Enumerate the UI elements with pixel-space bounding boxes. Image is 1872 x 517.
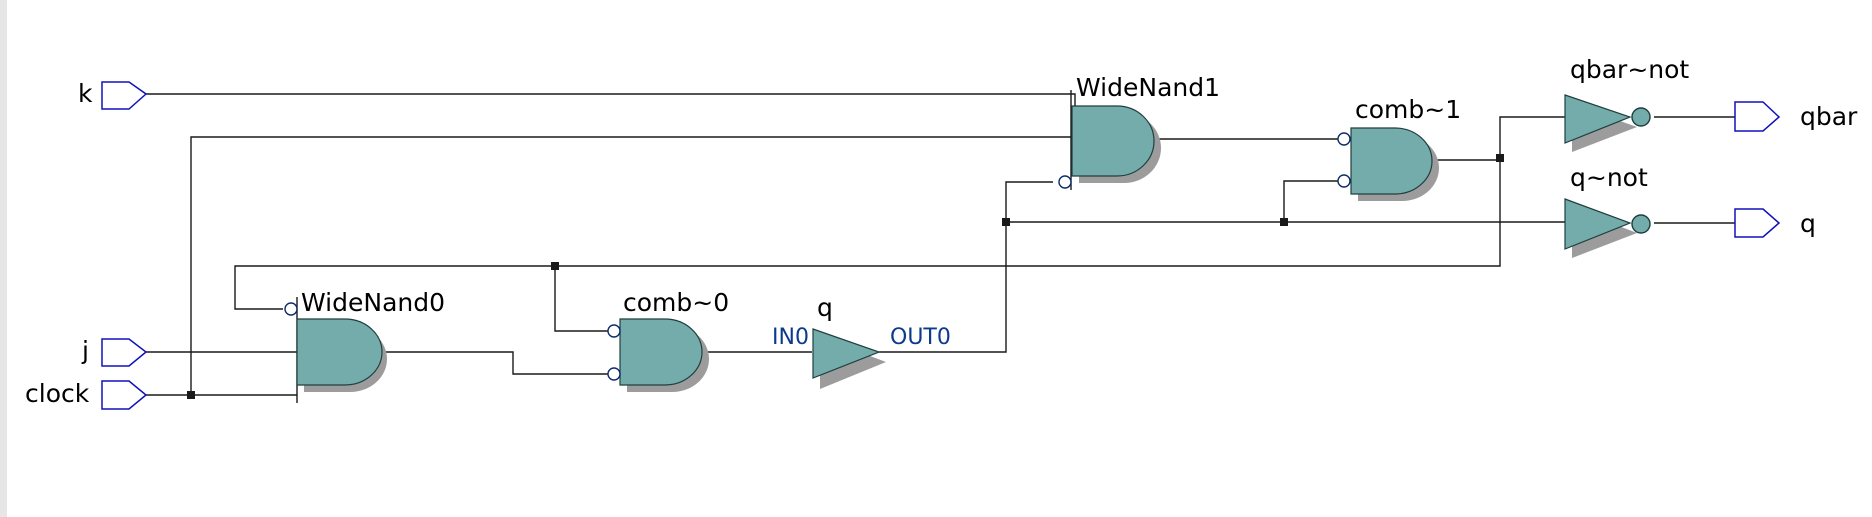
gate-widenand1-input-bubble	[1058, 175, 1072, 189]
wire-qbar-feedback	[234, 158, 1501, 310]
gate-widenand0-input-bubble	[284, 302, 298, 316]
gate-qbar-not: qbar~not	[1564, 55, 1689, 152]
gate-qbar-not-body	[1564, 94, 1632, 144]
gate-q-buffer: q IN0 OUT0	[772, 293, 951, 389]
port-j-icon	[101, 338, 148, 367]
port-clock-label: clock	[25, 379, 90, 408]
gate-comb1-input-bubble-top	[1337, 132, 1351, 146]
port-qbar-label: qbar	[1800, 102, 1858, 131]
gate-q-not-output-bubble	[1631, 214, 1651, 234]
gate-q-buffer-body	[812, 328, 881, 379]
junction-q-comb1	[1280, 218, 1288, 226]
gate-q-not-body	[1564, 198, 1632, 250]
wire-k	[146, 93, 1076, 112]
port-k-label: k	[78, 79, 93, 108]
port-clock-icon	[101, 380, 148, 410]
gate-comb0-input-bubble-bottom	[607, 367, 621, 381]
gate-comb1-body	[1350, 127, 1433, 195]
input-port-clock: clock	[25, 379, 148, 410]
wire-clock-up	[190, 136, 1075, 395]
junctions	[187, 154, 1504, 399]
gate-q-buffer-label: q	[817, 293, 833, 322]
junction-q	[1002, 218, 1010, 226]
port-k-icon	[101, 81, 148, 110]
left-window-border	[0, 0, 7, 517]
wire-comb1-out	[1435, 116, 1565, 161]
port-q-label: q	[1800, 209, 1816, 238]
input-port-j: j	[81, 336, 148, 367]
gate-widenand1: WideNand1	[1058, 73, 1220, 189]
gate-comb0: comb~0	[607, 288, 729, 392]
gate-widenand0-label: WideNand0	[301, 288, 445, 317]
junction-clock	[187, 391, 195, 399]
gate-comb0-label: comb~0	[623, 288, 729, 317]
gate-q-not-label: q~not	[1570, 163, 1648, 192]
gate-comb0-input-bubble-top	[607, 324, 621, 338]
gate-comb1: comb~1	[1337, 95, 1461, 201]
gate-widenand1-body	[1071, 105, 1155, 177]
gate-q-buffer-out-pin: OUT0	[890, 325, 951, 350]
wire-qbar-feedback-comb0	[554, 266, 610, 332]
junction-feedback	[551, 262, 559, 270]
wire-widenand0-out	[385, 351, 613, 375]
port-j-label: j	[81, 336, 89, 365]
junction-qbar	[1496, 154, 1504, 162]
output-port-qbar: qbar	[1734, 101, 1858, 132]
port-q-icon	[1734, 208, 1781, 238]
gate-q-buffer-in-pin: IN0	[772, 325, 809, 350]
port-qbar-icon	[1734, 101, 1781, 132]
gate-comb1-label: comb~1	[1355, 95, 1461, 124]
gate-qbar-not-output-bubble	[1631, 107, 1651, 127]
wire-buffer-out	[879, 181, 1053, 353]
output-port-q: q	[1734, 208, 1816, 238]
gate-qbar-not-label: qbar~not	[1570, 55, 1689, 84]
gate-comb0-body	[619, 318, 703, 386]
gate-q-not: q~not	[1564, 163, 1651, 258]
wires	[146, 90, 1735, 403]
gate-widenand0: WideNand0	[284, 288, 445, 392]
input-port-k: k	[78, 79, 148, 110]
gate-comb1-input-bubble-bottom	[1337, 174, 1351, 188]
gate-widenand1-label: WideNand1	[1076, 73, 1220, 102]
gate-widenand0-body	[296, 318, 383, 386]
wire-comb1-lower	[1283, 180, 1338, 222]
